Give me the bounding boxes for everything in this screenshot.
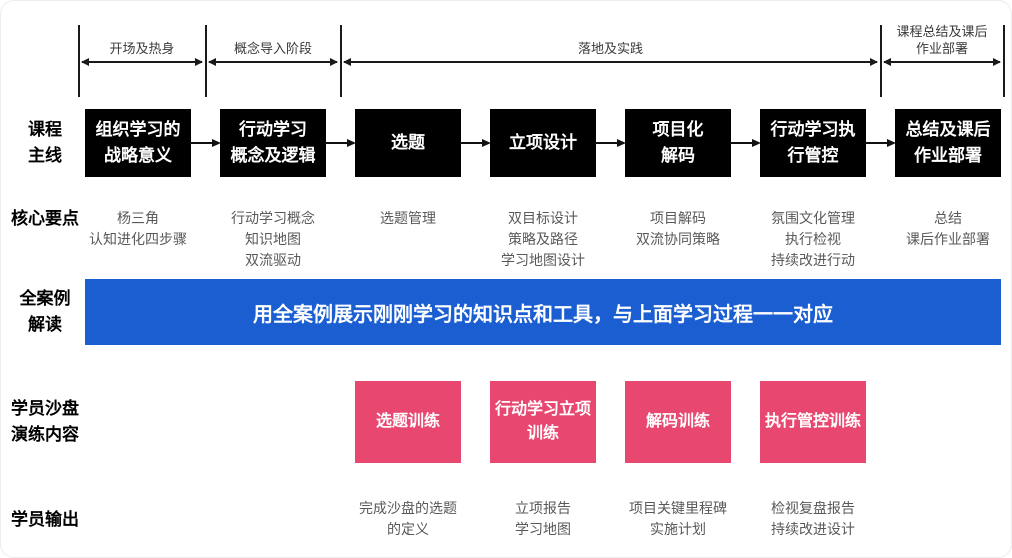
right-arrow-icon bbox=[460, 142, 483, 144]
core-points-item: 行动学习概念 知识地图 双流驱动 bbox=[231, 210, 315, 268]
row-core-points: 核心要点 杨三角 认知进化四步骤 行动学习概念 知识地图 双流驱动 选题管理 双… bbox=[5, 208, 1001, 271]
right-arrow-icon bbox=[325, 142, 348, 144]
timeline-phase-label: 概念导入阶段 bbox=[233, 41, 312, 56]
timeline-phase-practice: 落地及实践 bbox=[341, 1, 880, 97]
core-points-item: 项目解码 双流协同策略 bbox=[636, 210, 720, 247]
training-box-project: 行动学习立项 训练 bbox=[490, 381, 596, 463]
right-arrow-icon bbox=[730, 142, 753, 144]
timeline-tick bbox=[340, 25, 342, 97]
timeline-phase-label: 课程总结及课后 作业部署 bbox=[896, 24, 988, 56]
timeline-phase-label: 落地及实践 bbox=[577, 41, 643, 56]
training-box-execution: 执行管控训练 bbox=[760, 381, 866, 463]
double-arrow-icon bbox=[884, 61, 1000, 63]
row-label-course-main: 课程 主线 bbox=[28, 120, 62, 165]
timeline-tick bbox=[1003, 25, 1005, 97]
stage-box-concept: 行动学习 概念及逻辑 bbox=[220, 109, 326, 177]
timeline-phase-summary: 课程总结及课后 作业部署 bbox=[881, 1, 1003, 97]
stage-box-project-design: 立项设计 bbox=[490, 109, 596, 177]
core-points-item: 总结 课后作业部署 bbox=[906, 210, 990, 247]
row-label-core-points: 核心要点 bbox=[11, 209, 79, 228]
double-arrow-icon bbox=[344, 61, 877, 63]
row-label-case-review: 全案例 解读 bbox=[19, 289, 71, 334]
timeline-tick bbox=[205, 25, 207, 97]
training-box-decode: 解码训练 bbox=[625, 381, 731, 463]
double-arrow-icon bbox=[82, 61, 202, 63]
core-points-item: 选题管理 bbox=[380, 210, 436, 226]
output-item: 立项报告 学习地图 bbox=[515, 500, 571, 537]
core-points-item: 双目标设计 策略及路径 学习地图设计 bbox=[501, 210, 585, 268]
training-box-topic: 选题训练 bbox=[355, 381, 461, 463]
right-arrow-icon bbox=[865, 142, 888, 144]
stage-box-summary: 总结及课后 作业部署 bbox=[895, 109, 1001, 177]
timeline-phase-label: 开场及热身 bbox=[109, 41, 175, 56]
timeline-tick bbox=[880, 25, 882, 97]
row-sandbox-trainings: 学员沙盘 演练内容 选题训练 行动学习立项 训练 解码训练 执行管控训练 bbox=[5, 381, 1001, 463]
row-student-output: 学员输出 完成沙盘的选题 的定义 立项报告 学习地图 项目关键里程碑 实施计划 … bbox=[5, 498, 1001, 542]
case-review-banner: 用全案例展示刚刚学习的知识点和工具，与上面学习过程一一对应 bbox=[85, 279, 1001, 345]
timeline-phase-warmup: 开场及热身 bbox=[79, 1, 205, 97]
row-course-main: 课程 主线 组织学习的 战略意义 行动学习 概念及逻辑 选题 立项设计 项目化 … bbox=[5, 109, 1001, 177]
row-case-review: 全案例 解读 用全案例展示刚刚学习的知识点和工具，与上面学习过程一一对应 bbox=[5, 279, 1001, 345]
timeline-tick bbox=[78, 25, 80, 97]
row-label-output: 学员输出 bbox=[11, 510, 79, 529]
stage-box-decode: 项目化 解码 bbox=[625, 109, 731, 177]
stage-box-topic: 选题 bbox=[355, 109, 461, 177]
stage-box-strategy: 组织学习的 战略意义 bbox=[85, 109, 191, 177]
core-points-item: 氛围文化管理 执行检视 持续改进行动 bbox=[771, 210, 855, 268]
row-label-sandbox: 学员沙盘 演练内容 bbox=[11, 399, 79, 444]
double-arrow-icon bbox=[209, 61, 337, 63]
core-points-item: 杨三角 认知进化四步骤 bbox=[89, 210, 187, 247]
stage-box-execution: 行动学习执 行管控 bbox=[760, 109, 866, 177]
right-arrow-icon bbox=[190, 142, 213, 144]
output-item: 项目关键里程碑 实施计划 bbox=[629, 500, 727, 537]
right-arrow-icon bbox=[595, 142, 618, 144]
timeline-phase-concept: 概念导入阶段 bbox=[206, 1, 340, 97]
output-item: 完成沙盘的选题 的定义 bbox=[359, 500, 457, 537]
output-item: 检视复盘报告 持续改进设计 bbox=[771, 500, 855, 537]
